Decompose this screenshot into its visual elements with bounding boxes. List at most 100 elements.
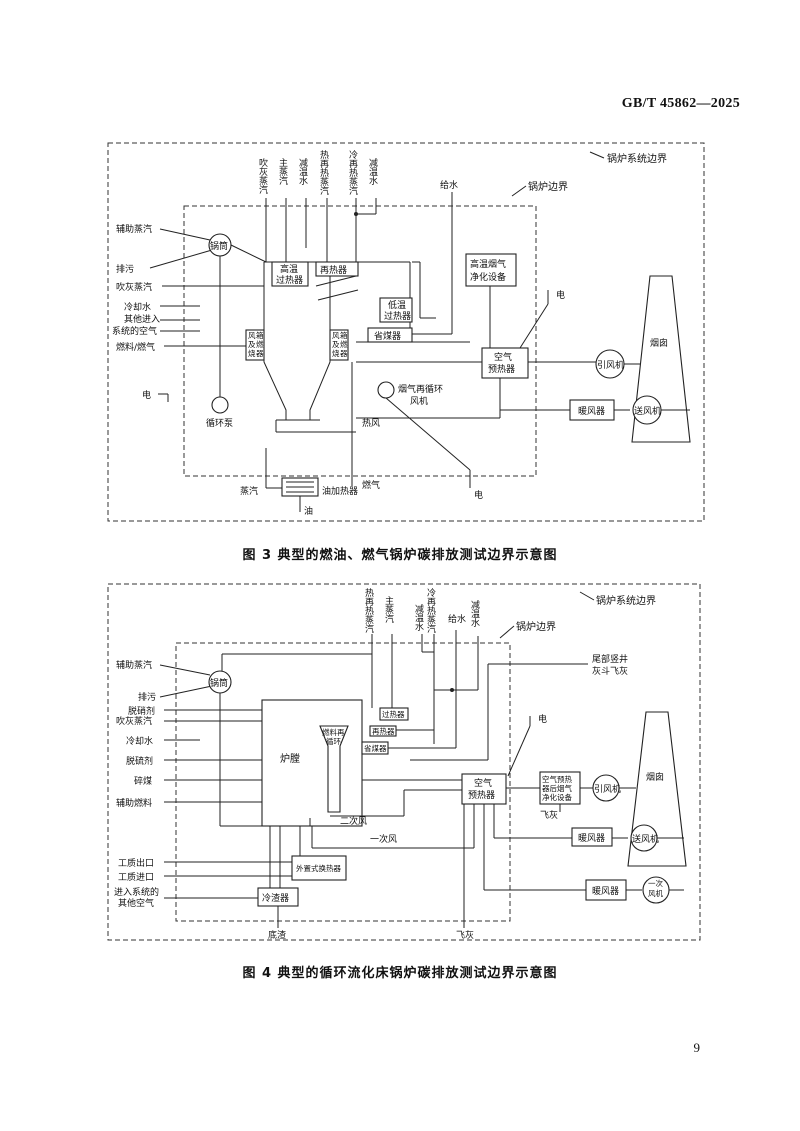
- secondary-air-label: 二次风: [340, 815, 367, 827]
- furnace: [261, 699, 363, 827]
- economizer-label: 省煤器: [374, 330, 401, 342]
- label-desuper-water: 减温水: [297, 157, 308, 185]
- wb-r-5: 器: [340, 349, 348, 358]
- label-blowdown: 排污: [116, 263, 134, 275]
- wb-l-1: 箱: [256, 330, 264, 340]
- wb-l-3: 燃: [256, 339, 264, 349]
- hts-label-2: 过热器: [276, 274, 303, 286]
- post-clean-1: 空气预热: [542, 774, 572, 784]
- f4-label-desuper-2: 减温水: [469, 599, 480, 627]
- label-main-steam: 主蒸汽: [277, 157, 288, 185]
- label-other-air-2: 系统的空气: [112, 325, 157, 337]
- return-label-2: 循环: [326, 736, 341, 746]
- drum-label: 锅筒: [210, 240, 228, 252]
- aph-label-1: 空气: [494, 351, 512, 363]
- label-electricity: 电: [142, 389, 151, 401]
- f4-other-air-2: 其他空气: [118, 897, 154, 909]
- reheater-4: [369, 725, 397, 737]
- primary-air-label: 一次风: [370, 833, 397, 845]
- f4-aux-steam: 辅助蒸汽: [116, 659, 152, 671]
- standard-code: GB/T 45862—2025: [621, 96, 740, 111]
- tail-label-2: 灰斗飞灰: [592, 665, 628, 677]
- elec-bottom-label: 电: [474, 489, 483, 501]
- superheater-4: [379, 707, 409, 721]
- f4-cooling-water: 冷却水: [126, 735, 153, 747]
- aph-label-2: 预热器: [488, 363, 515, 375]
- aph4-label-2: 预热器: [468, 789, 495, 801]
- system-boundary-label-4: 锅炉系统边界: [596, 594, 656, 607]
- f4-label-main-steam: 主蒸汽: [383, 595, 394, 623]
- f4-medium-in: 工质进口: [118, 871, 154, 883]
- superheater-4-label: 过热器: [382, 709, 405, 719]
- label-sootblow-steam: 吹灰蒸汽: [257, 157, 268, 194]
- figure3-diagram: 锅炉系统边界 锅炉边界 吹灰蒸汽 主蒸汽 减温水 热再热蒸汽 冷再热蒸汽 减温水…: [107, 142, 705, 522]
- chimney-4-label: 烟囱: [646, 771, 664, 783]
- f4-sootblow: 吹灰蒸汽: [116, 715, 152, 727]
- boiler-boundary-4: [175, 642, 511, 922]
- system-boundary-4: [107, 583, 701, 941]
- wb-l-0: 风: [248, 331, 256, 340]
- boiler-boundary: [183, 205, 537, 477]
- circulation-pump: [211, 396, 229, 414]
- post-aph-cleaning: [539, 771, 581, 805]
- air-preheater: [481, 347, 529, 379]
- id-fan-4-label: 引风机: [594, 783, 621, 795]
- ext-hx-label: 外置式换热器: [296, 863, 341, 873]
- chimney-label: 烟囱: [650, 337, 668, 349]
- page-number: 9: [693, 1040, 701, 1055]
- furnace-label: 炉膛: [280, 752, 300, 765]
- tail-label-1: 尾部竖井: [592, 653, 628, 665]
- wb-l-5: 器: [256, 349, 264, 358]
- high-temp-superheater: [271, 261, 309, 287]
- heater1-4-label: 暖风器: [578, 832, 605, 844]
- top-labels: 吹灰蒸汽 主蒸汽 减温水 热再热蒸汽 冷再热蒸汽 减温水: [257, 149, 378, 195]
- windbox-right: [329, 329, 349, 361]
- lts-label-2: 过热器: [384, 310, 411, 322]
- label-aux-steam: 辅助蒸汽: [116, 223, 152, 235]
- fgr-label-2: 风机: [410, 395, 428, 407]
- aph4-label-1: 空气: [474, 777, 492, 789]
- bottom-ash-label: 底渣: [268, 929, 286, 941]
- wb-r-3: 燃: [340, 339, 348, 349]
- fgr-fan: [377, 381, 395, 399]
- hot-gas-clean-2: 净化设备: [470, 271, 506, 283]
- f4-label-hot-reheat: 热再热蒸汽: [363, 587, 374, 633]
- f4-label-cold-reheat: 冷再热蒸汽: [425, 587, 436, 633]
- wb-l-4: 烧: [248, 348, 256, 358]
- post-clean-3: 净化设备: [542, 792, 572, 802]
- f4-desulfur: 脱硫剂: [126, 755, 153, 767]
- hot-gas-clean-1: 高温烟气: [470, 258, 506, 270]
- slag-cooler-label: 冷渣器: [262, 892, 289, 904]
- id-fan-label: 引风机: [597, 359, 624, 371]
- low-temp-superheater: [379, 297, 413, 323]
- fd-fan-label: 送风机: [634, 405, 661, 417]
- left-labels-4: 辅助蒸汽 排污 脱硝剂 吹灰蒸汽 冷却水 脱硫剂 碎煤 辅助燃料 工质出口 工质…: [114, 659, 159, 909]
- label-sootblow: 吹灰蒸汽: [116, 281, 152, 293]
- figure3-caption: 图 3 典型的燃油、燃气锅炉碳排放测试边界示意图: [242, 548, 558, 563]
- external-heat-exchanger: [291, 855, 347, 881]
- post-clean-2: 器后烟气: [542, 783, 572, 793]
- drum-4-label: 锅筒: [210, 677, 228, 689]
- label-cold-reheat: 冷再热蒸汽: [347, 149, 358, 195]
- hts-label-1: 高温: [280, 263, 298, 275]
- elec-top-label: 电: [556, 289, 565, 301]
- heater-label: 暖风器: [578, 405, 605, 417]
- wb-l-2: 及: [248, 340, 256, 349]
- f4-coal: 碎煤: [134, 775, 152, 787]
- label-desuper-water-2: 减温水: [367, 157, 378, 185]
- heater2-4-label: 暖风器: [592, 885, 619, 897]
- system-boundary: [107, 142, 705, 522]
- reheater-4-label: 再热器: [372, 726, 395, 736]
- wb-r-2: 及: [332, 340, 340, 349]
- windbox-left: [245, 329, 265, 361]
- label-cooling-water: 冷却水: [124, 301, 151, 313]
- fly-ash-2-label: 飞灰: [456, 929, 474, 941]
- system-boundary-label: 锅炉系统边界: [607, 152, 667, 165]
- fd-fan-4-label: 送风机: [632, 833, 659, 845]
- steam-label: 蒸汽: [240, 485, 258, 497]
- reheater: [315, 261, 359, 277]
- f4-denox: 脱硝剂: [128, 705, 155, 717]
- fly-ash-1-label: 飞灰: [540, 809, 558, 821]
- top-labels-4: 热再热蒸汽 主蒸汽 冷再热蒸汽 减温水 给水 减温水: [363, 587, 480, 633]
